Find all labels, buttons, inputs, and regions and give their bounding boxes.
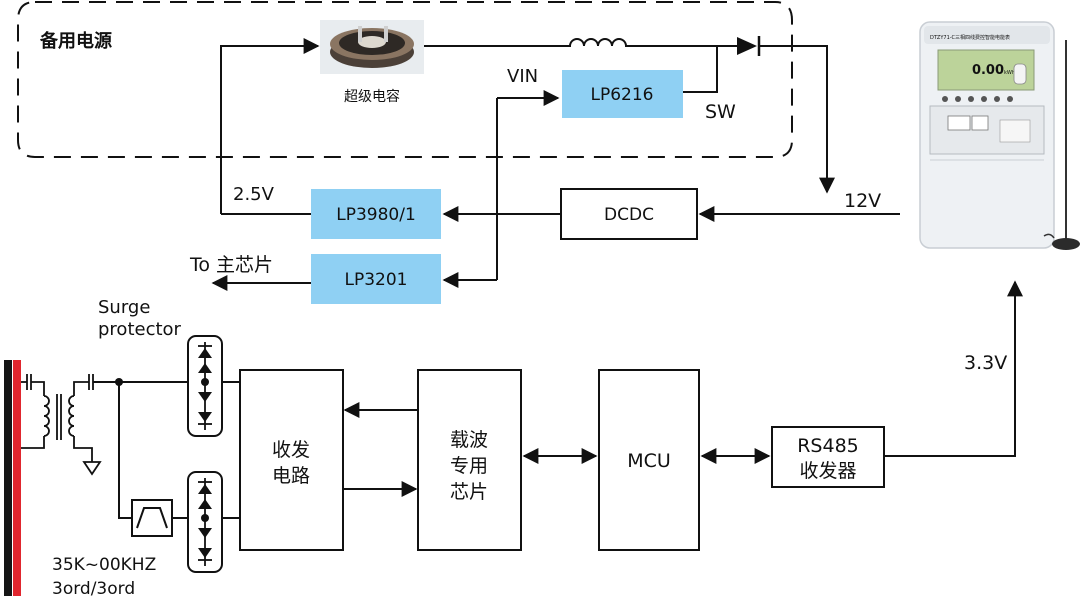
surge-label-line1: Surge: [98, 297, 150, 318]
lp3980-label: LP3980/1: [336, 205, 416, 225]
lp3201-label: LP3201: [345, 270, 408, 290]
rs485-label-1: RS485: [797, 435, 859, 457]
dcdc-block: [560, 188, 698, 240]
to-main-label: To 主芯片: [189, 254, 273, 276]
surge-protector-bottom-icon: [187, 471, 223, 573]
busbar-red: [13, 360, 21, 596]
supercap-label: 超级电容: [344, 88, 400, 105]
busbar-black: [4, 360, 12, 596]
coupling-transformer-icon: [21, 374, 102, 476]
carrier-chip-block: [417, 369, 522, 551]
bandpass-filter-icon: [131, 499, 173, 537]
txrx-block: [239, 369, 344, 551]
wire-diode-12v: [759, 45, 835, 194]
mcu-label: MCU: [627, 450, 671, 472]
vin-label: VIN: [507, 66, 538, 87]
v25-label: 2.5V: [233, 184, 275, 205]
mcu-block: [598, 369, 700, 551]
rs485-block: [771, 426, 885, 488]
carrier-label-3: 芯片: [450, 481, 488, 503]
surge-protector-top-icon: [187, 335, 223, 437]
filter-label-line2: 3ord/3ord: [52, 579, 135, 599]
wire-sw: [683, 46, 718, 93]
carrier-label-1: 载波: [450, 429, 488, 451]
filter-label-line1: 35K~00KHZ: [52, 555, 156, 575]
rs485-label-2: 收发器: [799, 460, 856, 482]
svg-text:0.00: 0.00: [972, 63, 1004, 78]
lp6216-label: LP6216: [591, 85, 654, 105]
wire-rs485-meter: [884, 280, 1023, 457]
inductor-icon: [566, 38, 630, 47]
backup-power-label: 备用电源: [39, 30, 112, 52]
surge-label-line2: protector: [98, 319, 182, 340]
v33-label: 3.3V: [964, 352, 1007, 374]
sw-label: SW: [705, 101, 736, 123]
txrx-label-1: 收发: [272, 439, 310, 461]
lp6216-block: [562, 70, 683, 118]
lp3201-block: [311, 254, 441, 304]
carrier-label-2: 专用: [450, 455, 488, 477]
lp3980-block: [311, 189, 441, 239]
diode-icon: [737, 36, 761, 56]
smart-meter-icon: DTZY71-C三相四线费控智能电能表 0.00 kWh: [919, 21, 1080, 250]
wire-cap-left: [220, 38, 320, 214]
v12-label: 12V: [844, 190, 881, 212]
wire-branch-filter: [118, 382, 132, 519]
svg-text:DTZY71-C三相四线费控智能电能表: DTZY71-C三相四线费控智能电能表: [930, 34, 1010, 41]
txrx-label-2: 电路: [272, 465, 310, 487]
svg-text:kWh: kWh: [1004, 70, 1015, 76]
supercap-icon: [320, 20, 424, 74]
backup-power-group: [17, 0, 793, 158]
dcdc-label: DCDC: [604, 205, 654, 225]
